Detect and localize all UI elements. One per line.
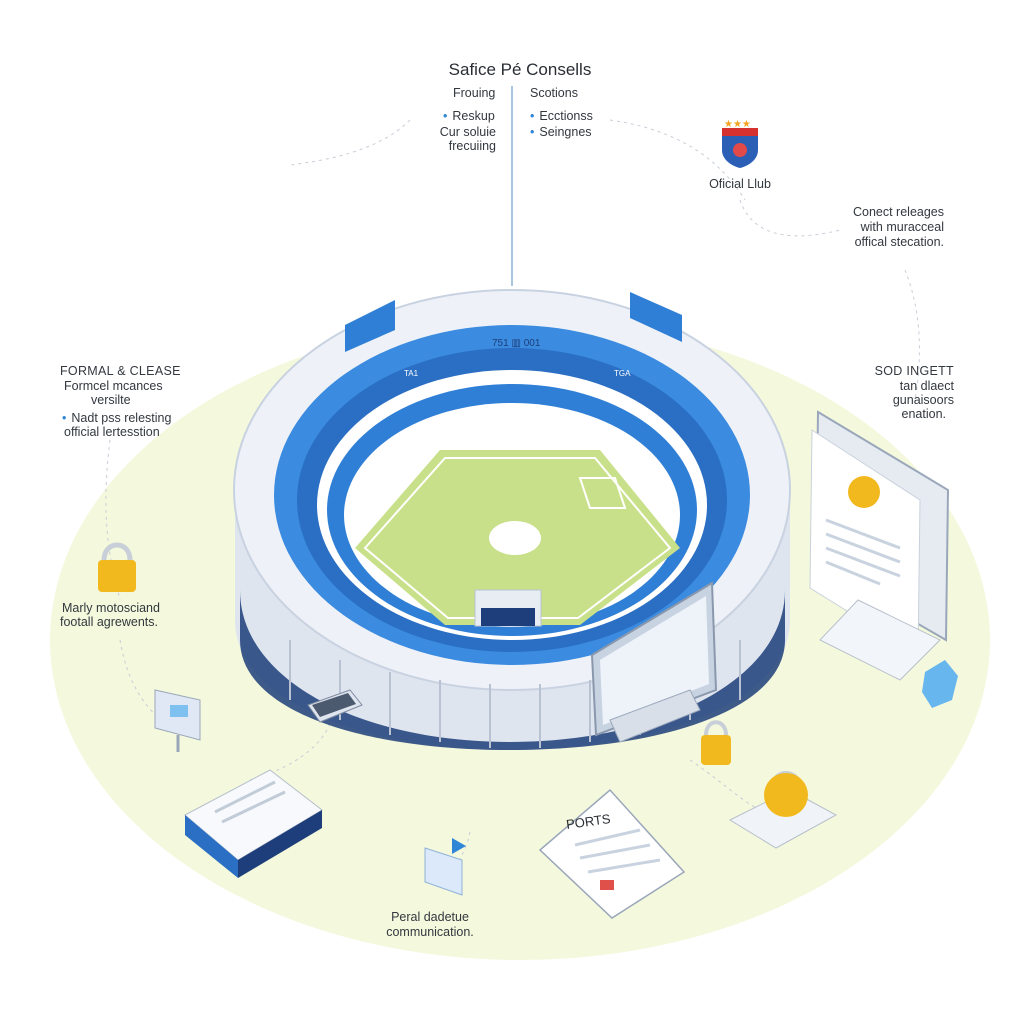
banner-left: [345, 300, 395, 352]
callout-mid-right-line: tan dlaect: [899, 379, 954, 393]
callout-mid-right-line: enation.: [901, 407, 946, 421]
callout-left-line: Nadt pss relesting: [62, 411, 171, 426]
banner-right: [630, 292, 682, 342]
callout-top-right-line: with muracceal: [860, 220, 944, 234]
data-cube-icon: [922, 660, 958, 708]
goal-box: [578, 477, 627, 509]
callout-left-line: official lertesstion: [64, 425, 160, 439]
callout-top-right-line: Conect releages: [852, 205, 944, 219]
stadium: [233, 289, 791, 750]
document-panel-right: [809, 410, 950, 681]
callout-bottom-line: Peral dadetue: [391, 910, 469, 924]
header-left-item: Reskup: [443, 109, 494, 124]
callout-mid-right-line: gunaisoors: [892, 393, 954, 407]
callout-lock-line: Marly motosciand: [62, 601, 160, 615]
header-right-heading: Scotions: [530, 86, 578, 100]
communication-card-icon: [424, 838, 466, 896]
seat-text-right: TGA: [614, 369, 631, 378]
header-right-item: Ecctionss: [530, 109, 593, 124]
callout-left-line: versilte: [91, 393, 131, 407]
header-left-heading: Frouing: [453, 86, 496, 100]
seat-text-left: TA1: [404, 369, 419, 378]
header-right-item: Seingnes: [530, 125, 591, 140]
callout-left-line: Formcel mcances: [64, 379, 163, 393]
callout-bottom-line: communication.: [386, 925, 474, 939]
control-box: [307, 689, 363, 723]
callout-top-right-line: offical stecation.: [854, 235, 944, 249]
lock-icon-small: [701, 720, 731, 765]
tunnel-door: [481, 608, 535, 626]
center-circle: [489, 521, 541, 555]
lock-icon-left: [98, 542, 136, 592]
ports-document: [538, 788, 686, 919]
callout-lock-line: footall agrewents.: [60, 615, 158, 629]
header-left-item: frecuiing: [448, 139, 496, 153]
display-monitor: [590, 581, 718, 743]
scoreboard: 751 ▥ 001: [492, 338, 541, 349]
badge-label: Oficial Llub: [709, 177, 771, 191]
pitch-lines: [363, 457, 672, 619]
callout-mid-right-line: SOD INGETT: [874, 364, 954, 378]
badge-stars: ★★★: [724, 119, 751, 130]
page-title: Safice Pé Consells: [448, 60, 592, 79]
small-monitor-icon: [154, 689, 201, 752]
header-left-item: Cur soluie: [439, 125, 496, 139]
club-crest-icon: [722, 128, 758, 168]
document-stack: [184, 769, 323, 878]
lock-pad-device: [728, 771, 838, 849]
callout-left-title: FORMAL & CLEASE: [60, 364, 181, 378]
